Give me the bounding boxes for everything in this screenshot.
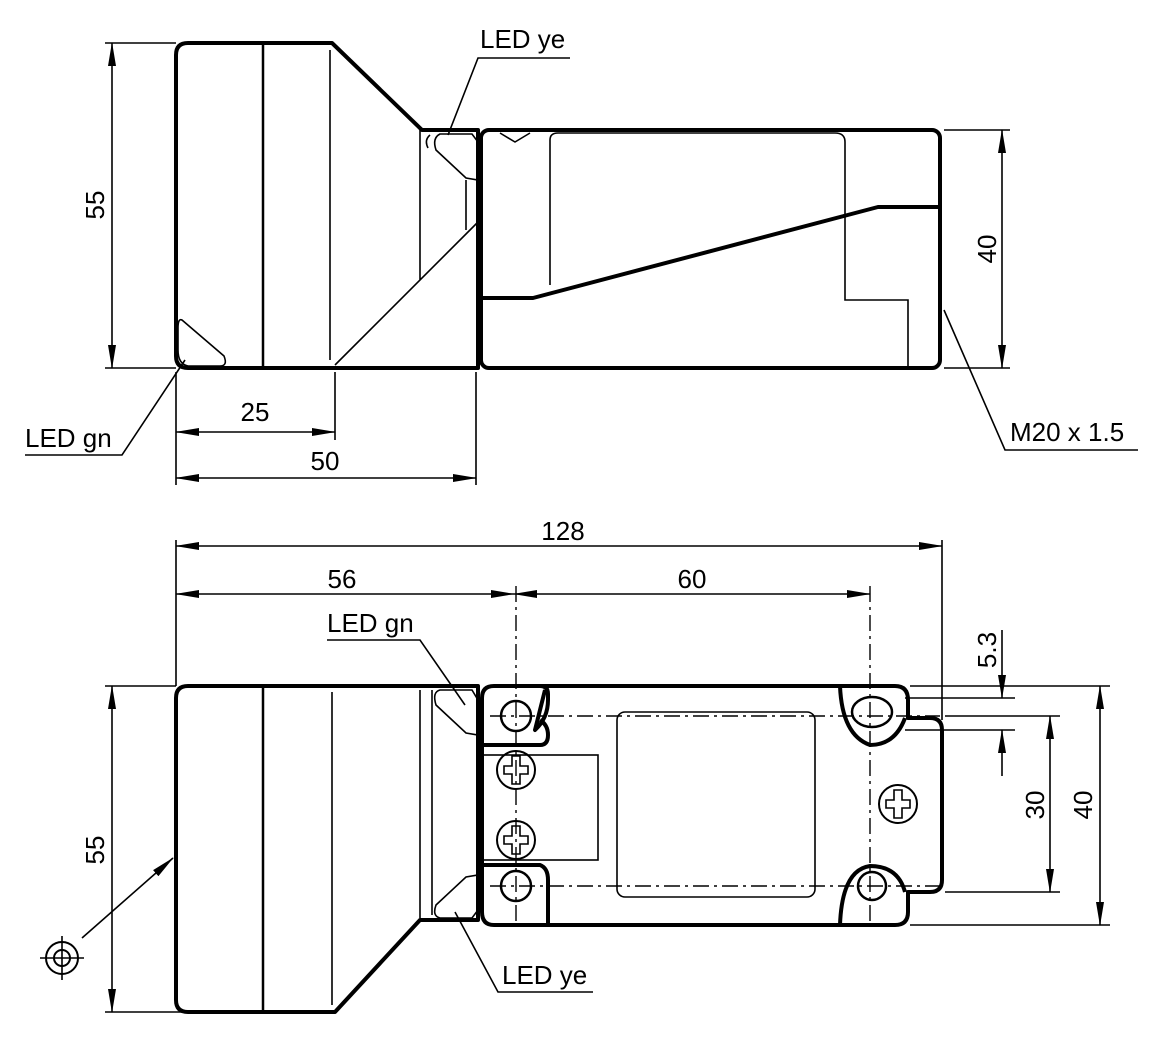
mounting-hole xyxy=(856,870,888,902)
dim-60: 60 xyxy=(678,564,707,594)
sensing-face-symbol-icon xyxy=(40,857,174,980)
dim-height-55: 55 xyxy=(80,191,110,220)
dim-128: 128 xyxy=(541,516,584,546)
sensor-body-outline xyxy=(479,128,942,370)
sensor-head-outline xyxy=(174,41,480,370)
dim-56: 56 xyxy=(328,564,357,594)
dim-50: 50 xyxy=(311,446,340,476)
label-thread: M20 x 1.5 xyxy=(1010,417,1124,447)
mounting-plate-outline xyxy=(480,684,944,927)
label-led-gn: LED gn xyxy=(327,608,414,638)
dim-height-40: 40 xyxy=(972,235,1002,264)
bottom-view: 128 56 60 55 40 30 5.3 LED gn LED ye xyxy=(40,516,1110,1014)
label-led-ye: LED ye xyxy=(502,960,587,990)
screw-icon xyxy=(878,784,918,824)
mounting-slot xyxy=(850,695,894,729)
led-yellow-window xyxy=(433,133,479,181)
inner-window xyxy=(616,711,816,898)
top-view: 55 40 25 50 LED gn LED ye M20 x 1.5 xyxy=(25,24,1138,485)
led-green-window xyxy=(433,689,479,736)
dim-55: 55 xyxy=(80,836,110,865)
dim-5-3: 5.3 xyxy=(972,632,1002,668)
label-led-ye: LED ye xyxy=(480,24,565,54)
dim-30: 30 xyxy=(1020,791,1050,820)
label-led-gn: LED gn xyxy=(25,423,112,453)
led-yellow-window xyxy=(433,874,479,919)
dim-40: 40 xyxy=(1068,791,1098,820)
dim-25: 25 xyxy=(241,397,270,427)
led-green-window xyxy=(177,318,227,367)
